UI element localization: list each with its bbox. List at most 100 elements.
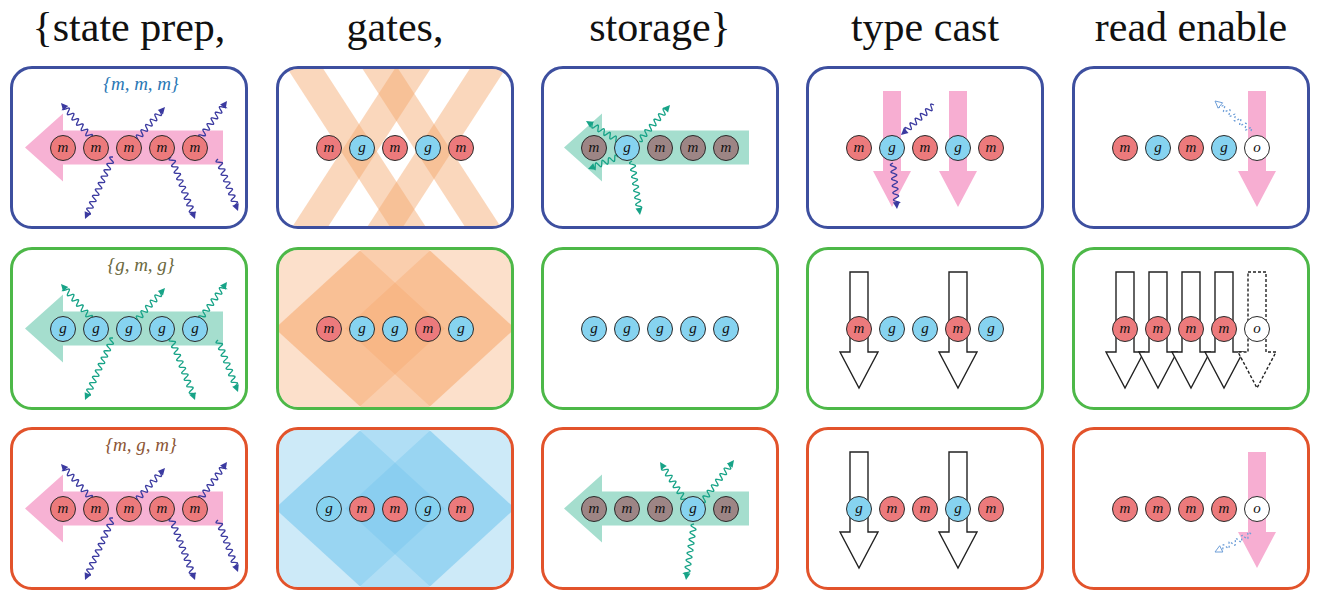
qubit-type: g xyxy=(689,501,697,516)
panel-box: {m, m, m}mmmmm xyxy=(10,66,248,229)
qubit-type: m xyxy=(1219,501,1230,516)
panel-box: mmmmo xyxy=(1072,427,1310,590)
qubit-type: g xyxy=(855,501,863,516)
qubit-type: m xyxy=(1186,321,1197,336)
qubit-circle: m xyxy=(614,496,640,522)
qubit-type: m xyxy=(920,501,931,516)
photon-line xyxy=(216,340,238,387)
qubit-circle: m xyxy=(415,316,441,342)
qubit-type: g xyxy=(125,321,133,336)
qubit-circle: m xyxy=(116,135,142,161)
qubit-type: m xyxy=(1186,501,1197,516)
qubit-type: m xyxy=(456,140,467,155)
readout-arrow xyxy=(939,272,977,388)
readout-arrow xyxy=(1238,91,1276,207)
qubit-type: m xyxy=(1186,140,1197,155)
photon-line xyxy=(198,287,226,323)
qubit-type: m xyxy=(920,140,931,155)
qubit-type: g xyxy=(954,140,962,155)
qubit-type: m xyxy=(456,501,467,516)
photon-line xyxy=(1218,105,1252,131)
qubit-circle: g xyxy=(879,135,905,161)
qubit-type: m xyxy=(854,321,865,336)
panel-box: mgmgm xyxy=(806,66,1044,229)
laser-beam xyxy=(279,430,511,587)
column-heading: read enable xyxy=(1041,2,1327,52)
qubit-circle: g xyxy=(1145,135,1171,161)
photon-line xyxy=(630,161,642,209)
readout-arrow xyxy=(1238,452,1276,568)
qubit-circle: m xyxy=(349,496,375,522)
qubit-type: g xyxy=(191,321,199,336)
qubit-type: m xyxy=(390,140,401,155)
qubit-circle: m xyxy=(912,496,938,522)
photon-head xyxy=(85,211,91,219)
qubit-circle: m xyxy=(382,496,408,522)
qubit-circle: m xyxy=(581,135,607,161)
photon-head xyxy=(232,384,239,392)
qubit-circle: m xyxy=(713,496,739,522)
qubit-type: m xyxy=(390,501,401,516)
qubit-type: g xyxy=(424,501,432,516)
qubit-type: g xyxy=(92,321,100,336)
qubit-type: m xyxy=(887,501,898,516)
qubit-circle: g xyxy=(448,316,474,342)
qubit-circle: g xyxy=(382,316,408,342)
qubit-circle: m xyxy=(912,135,938,161)
readout-arrow xyxy=(873,91,911,207)
qubit-circle: g xyxy=(978,316,1004,342)
photon-line xyxy=(87,518,114,575)
qubit-type: g xyxy=(623,140,631,155)
qubit-circle: m xyxy=(316,135,342,161)
qubit-type: m xyxy=(589,501,600,516)
qubit-type: g xyxy=(1154,140,1162,155)
qubit-circle: o xyxy=(1244,135,1270,161)
qubit-type: m xyxy=(124,501,135,516)
panel-box: mgmgo xyxy=(1072,66,1310,229)
qubit-type: m xyxy=(91,140,102,155)
beam-arrow xyxy=(25,475,223,543)
column-heading: {state prep, xyxy=(0,2,279,52)
qubit-circle: m xyxy=(83,496,109,522)
qubit-type: g xyxy=(358,321,366,336)
qubit-circle: m xyxy=(945,316,971,342)
photon-head xyxy=(893,202,900,209)
photon-line xyxy=(216,159,238,206)
panel-box: mgmgm xyxy=(276,66,514,229)
qubit-type: m xyxy=(986,140,997,155)
qubit-circle: m xyxy=(83,135,109,161)
photon-line xyxy=(1220,532,1251,551)
readout-arrow xyxy=(939,452,977,568)
qubit-circle: m xyxy=(647,135,673,161)
qubit-type: m xyxy=(124,140,135,155)
qubit-type: g xyxy=(358,140,366,155)
qubit-type: m xyxy=(157,501,168,516)
photon-head xyxy=(220,462,227,470)
qubit-circle: o xyxy=(1244,316,1270,342)
readout-arrow xyxy=(1172,272,1210,388)
panel-box: mggmg xyxy=(806,247,1044,410)
qubit-circle: g xyxy=(680,496,706,522)
qubit-type: g xyxy=(590,321,598,336)
photon-head xyxy=(189,392,196,400)
panel-box: {m, g, m}mmmmm xyxy=(10,427,248,590)
qubit-circle: m xyxy=(182,496,208,522)
qubit-circle: m xyxy=(1178,316,1204,342)
photon-line xyxy=(216,520,238,567)
qubit-type: o xyxy=(1253,140,1261,155)
photon-head xyxy=(232,203,239,211)
qubit-circle: o xyxy=(1244,496,1270,522)
qubit-circle: m xyxy=(50,135,76,161)
column-heading: type cast xyxy=(775,2,1075,52)
qubit-circle: m xyxy=(680,135,706,161)
photon-head xyxy=(901,128,909,135)
photon-line xyxy=(198,467,226,503)
qubit-circle: g xyxy=(647,316,673,342)
qubit-type: g xyxy=(391,321,399,336)
qubit-circle: m xyxy=(713,135,739,161)
qubit-circle: m xyxy=(879,496,905,522)
qubit-type: m xyxy=(1120,501,1131,516)
photon-head xyxy=(85,392,91,400)
qubit-circle: m xyxy=(978,135,1004,161)
photon-head xyxy=(158,107,165,115)
